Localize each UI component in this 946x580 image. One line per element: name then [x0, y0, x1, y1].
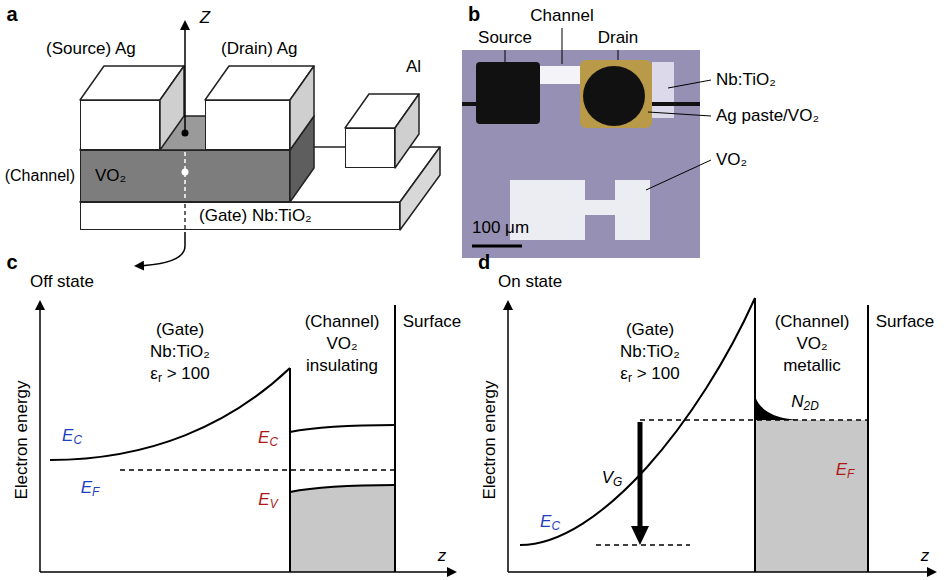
source-electrode: (Source) Ag	[80, 100, 160, 150]
region-label: (Channel)	[305, 313, 380, 332]
state-title: On state	[498, 273, 562, 292]
subscript: C	[551, 519, 560, 533]
scale-text: 100 μm	[472, 219, 529, 238]
gate-substrate: (Gate) Nb:TiO₂	[80, 202, 400, 230]
band-label: EF	[836, 461, 855, 480]
band-label: EC	[62, 427, 82, 446]
subscript: F	[847, 467, 854, 481]
subscript: C	[269, 435, 278, 449]
axis-name: Z	[200, 9, 210, 28]
subscript: F	[92, 485, 99, 499]
surface-label: Surface	[403, 313, 462, 332]
device-illustration	[80, 66, 440, 230]
region-label: VO₂	[796, 335, 827, 354]
text-label: (Gate) Nb:TiO₂	[199, 207, 312, 226]
region-label: metallic	[783, 357, 841, 376]
band-label: EF	[81, 479, 100, 498]
voltage-label: VG	[602, 469, 623, 488]
text-label: (Channel)	[5, 167, 75, 185]
drain-electrode: (Drain) Ag	[205, 100, 290, 150]
surface-label: Surface	[876, 313, 935, 332]
channel-layer: (Channel)VO₂	[80, 150, 290, 202]
region-label: (Gate)	[626, 321, 674, 340]
band-label: EV	[258, 491, 277, 510]
al-contact: Al	[345, 128, 395, 168]
leader-lines	[505, 28, 711, 190]
subscript: G	[613, 475, 622, 489]
text-label: (Source) Ag	[46, 40, 136, 59]
region-label: insulating	[306, 357, 378, 376]
part-label: Source	[478, 29, 532, 48]
density-label: N2D	[791, 393, 818, 412]
axis-title: Electron energy	[13, 380, 32, 499]
band-label: EC	[540, 513, 560, 532]
band-label: EC	[258, 429, 278, 448]
band-diagram-off	[40, 302, 455, 572]
text-label: Al	[406, 58, 421, 77]
subscript: r	[628, 371, 632, 385]
region-label: εr > 100	[150, 365, 209, 384]
panel-letter: a	[6, 3, 17, 25]
axis-title: Electron energy	[481, 380, 500, 499]
region-label: Nb:TiO₂	[620, 343, 680, 362]
band-diagram-on	[508, 298, 935, 572]
text-label: VO₂	[95, 167, 126, 186]
part-label: Channel	[530, 7, 593, 26]
subscript: 2D	[804, 399, 819, 413]
axis-name: z	[921, 547, 930, 566]
region-label: (Channel)	[775, 313, 850, 332]
part-label: VO₂	[716, 151, 747, 170]
state-title: Off state	[30, 273, 94, 292]
subscript: V	[270, 497, 278, 511]
region-label: εr > 100	[620, 365, 679, 384]
text-label: (Drain) Ag	[221, 40, 298, 59]
micrograph	[462, 50, 700, 258]
region-label: Nb:TiO₂	[150, 343, 210, 362]
region-label: (Gate)	[156, 321, 204, 340]
subscript: C	[73, 433, 82, 447]
part-label: Ag paste/VO₂	[716, 107, 819, 126]
part-label: Drain	[598, 29, 639, 48]
panel-letter: b	[468, 3, 480, 25]
region-label: VO₂	[326, 335, 357, 354]
axis-name: z	[438, 547, 447, 566]
panel-letter: c	[6, 251, 17, 273]
panel-letter: d	[478, 251, 490, 273]
subscript: r	[158, 371, 162, 385]
part-label: Nb:TiO₂	[716, 71, 776, 90]
